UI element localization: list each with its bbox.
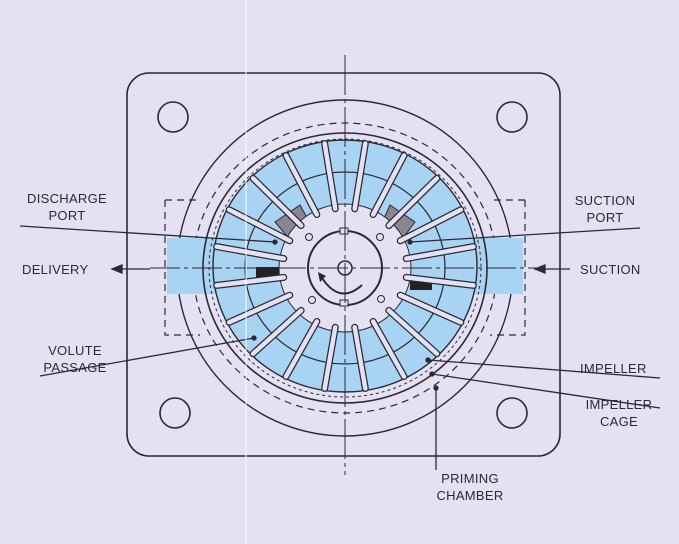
label-line: PORT — [586, 210, 624, 225]
label-line: SUCTION — [574, 193, 636, 208]
label-priming-chamber: PRIMING CHAMBER — [420, 470, 520, 504]
impeller-blade — [403, 275, 476, 288]
impeller-blade — [386, 308, 440, 356]
impeller-blade — [352, 141, 368, 211]
impeller-blade — [352, 325, 368, 391]
impeller-blade — [214, 244, 287, 261]
impeller-blade — [403, 244, 476, 261]
label-line: PRIMING — [441, 471, 499, 486]
impeller-blades — [213, 140, 477, 392]
impeller-blade — [283, 319, 320, 379]
impeller-blade — [214, 275, 287, 288]
label-line: PORT — [48, 208, 86, 223]
impeller-blade — [386, 176, 440, 228]
bolt-hole — [496, 101, 528, 133]
label-suction: SUCTION — [580, 262, 641, 277]
impeller-blade — [250, 308, 304, 356]
impeller-blade — [283, 153, 320, 217]
label-volute-passage: VOLUTE PASSAGE — [30, 342, 120, 376]
impeller-blade — [370, 319, 407, 379]
label-impeller: IMPELLER — [580, 361, 647, 376]
impeller-blade — [397, 207, 464, 244]
impeller-blade — [250, 176, 304, 228]
label-line: VOLUTE — [48, 343, 102, 358]
impeller-blade — [397, 292, 464, 325]
bolt-hole — [157, 101, 189, 133]
label-suction-port: SUCTION PORT — [560, 192, 650, 226]
bolt-hole — [496, 397, 528, 429]
impeller-blade — [226, 292, 293, 325]
label-line: IMPELLER — [585, 397, 653, 412]
label-delivery: DELIVERY — [22, 262, 89, 277]
label-impeller-cage: IMPELLER CAGE — [574, 396, 664, 430]
impeller-blade — [226, 207, 293, 244]
impeller-blade — [322, 141, 338, 211]
label-line: CAGE — [599, 414, 639, 429]
bolt-hole — [159, 397, 191, 429]
rotation-arrow-icon — [321, 277, 363, 295]
label-line: PASSAGE — [43, 360, 107, 375]
label-line: CHAMBER — [436, 488, 504, 503]
label-line: DISCHARGE — [27, 191, 107, 206]
impeller-blade — [322, 325, 338, 391]
impeller-blade — [370, 153, 407, 217]
label-discharge-port: DISCHARGE PORT — [12, 190, 122, 224]
pump-housing — [126, 72, 561, 457]
